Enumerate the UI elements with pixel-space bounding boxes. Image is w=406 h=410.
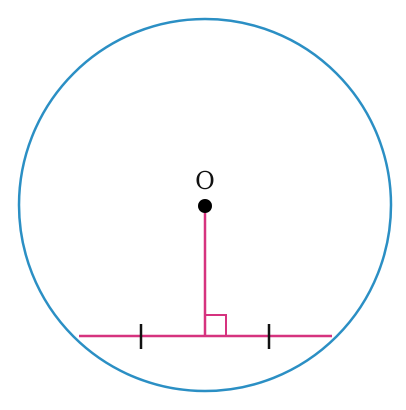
- right-angle-marker: [205, 314, 227, 336]
- center-point: [198, 199, 212, 213]
- center-label: O: [195, 167, 215, 195]
- circle: [17, 17, 393, 393]
